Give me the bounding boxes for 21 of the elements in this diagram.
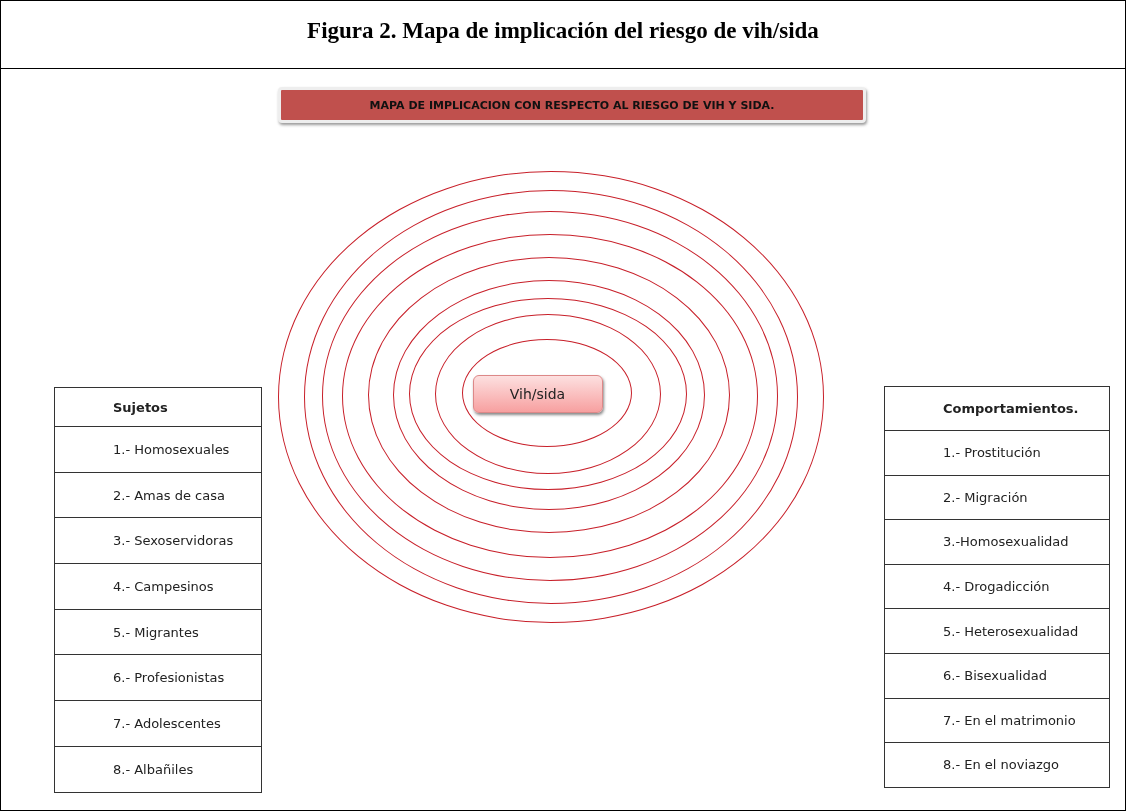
table-cell: 1.- Homosexuales (54, 426, 262, 473)
heading-banner: MAPA DE IMPLICACION CON RESPECTO AL RIESGO DE VIH Y SIDA. (278, 87, 866, 123)
table-cell: 5.- Migrantes (54, 609, 262, 655)
center-box: Vih/sida (472, 374, 603, 413)
table-cell: 8.- En el noviazgo (884, 742, 1110, 788)
table-cell: 3.- Sexoservidoras (54, 517, 262, 564)
table-cell: 2.- Migración (884, 475, 1110, 520)
table-cell: 6.- Profesionistas (54, 654, 262, 701)
table-cell: 6.- Bisexualidad (884, 653, 1110, 699)
table-header: Comportamientos. (884, 386, 1110, 431)
table-cell: 4.- Campesinos (54, 563, 262, 610)
table-cell: 7.- En el matrimonio (884, 698, 1110, 743)
table-cell: 3.-Homosexualidad (884, 519, 1110, 565)
table-cell: 5.- Heterosexualidad (884, 608, 1110, 654)
table-cell: 1.- Prostitución (884, 430, 1110, 476)
table-header: Sujetos (54, 387, 262, 427)
figure-title: Figura 2. Mapa de implicación del riesgo de vih/sida (306, 18, 820, 44)
table-cell: 8.- Albañiles (54, 746, 262, 792)
table-cell: 4.- Drogadicción (884, 564, 1110, 609)
table-cell: 7.- Adolescentes (54, 700, 262, 747)
table-cell: 2.- Amas de casa (54, 472, 262, 518)
